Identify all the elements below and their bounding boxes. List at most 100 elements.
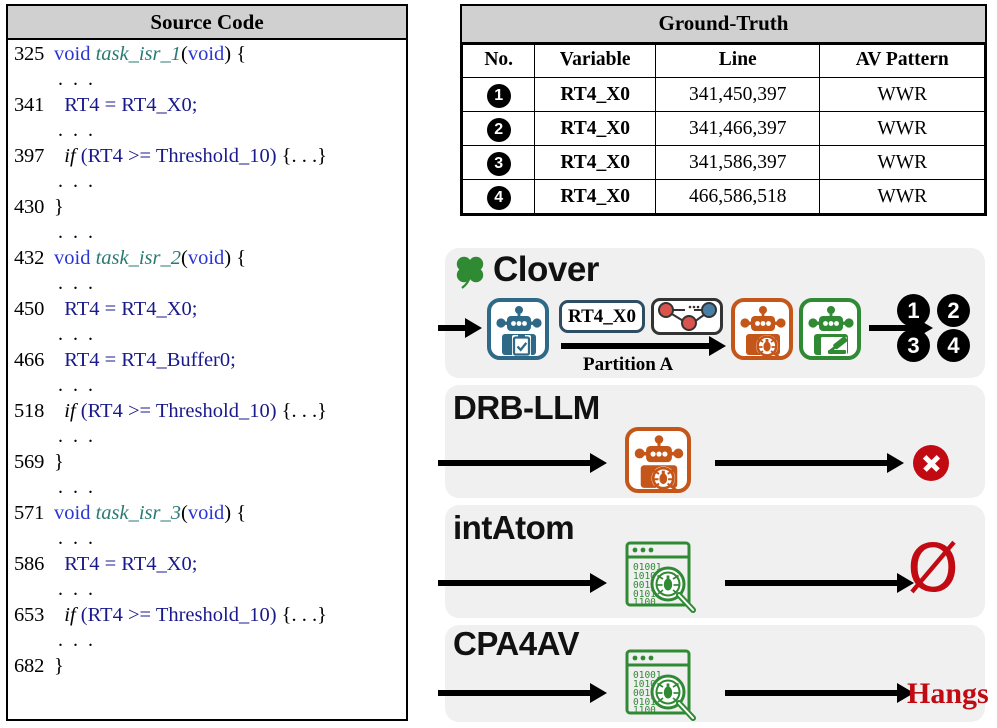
cell-variable: RT4_X0 [534, 145, 656, 180]
code-line-number: 682 [14, 655, 45, 677]
code-line-text: if (RT4 >= Threshold_10) {. . .} [54, 400, 327, 422]
code-line-text: } [54, 451, 64, 473]
tool-panel-drb-llm: DRB-LLM [438, 385, 985, 498]
tool-name-intatom: intAtom [453, 509, 575, 546]
cell-no: 2 [461, 111, 536, 146]
orange-detector-robot-icon [731, 298, 793, 360]
green-binary-scan-icon: 01001 1010 001 0101 1100 [623, 647, 709, 728]
red-x-circle-icon [913, 445, 949, 481]
svg-text:001: 001 [633, 688, 650, 699]
code-line: 466 RT4 = RT4_Buffer0; [14, 349, 406, 380]
hangs-status-text: Hangs [907, 677, 989, 710]
code-line: 682} [14, 655, 406, 686]
cell-line: 466,586,518 [654, 179, 821, 214]
ground-truth-panel: Ground-Truth No. Variable Line AV Patter… [460, 4, 987, 216]
svg-text:01001: 01001 [633, 670, 662, 681]
ground-truth-title: Ground-Truth [462, 6, 985, 44]
code-line: 341 RT4 = RT4_X0; [14, 94, 406, 125]
code-line: 432 void task_isr_2(void) { [14, 247, 406, 278]
code-line-number: 341 [14, 94, 45, 116]
code-line: 450 RT4 = RT4_X0; [14, 298, 406, 329]
numbered-circle-icon: 3 [897, 329, 930, 362]
four-leaf-clover-icon [453, 254, 487, 295]
numbered-circle-icon: 4 [937, 329, 970, 362]
svg-text:1010: 1010 [633, 679, 656, 690]
code-line-text: RT4 = RT4_X0; [54, 94, 198, 116]
code-ellipsis: . . . [58, 527, 96, 549]
cell-variable: RT4_X0 [534, 179, 656, 214]
code-line: 586 RT4 = RT4_X0; [14, 553, 406, 584]
svg-text:1010: 1010 [633, 571, 656, 582]
numbered-circle-icon: 1 [486, 84, 511, 108]
code-line: 518 if (RT4 >= Threshold_10) {. . .} [14, 400, 406, 431]
column-header-av-pattern: AV Pattern [819, 44, 985, 78]
code-line-text: } [54, 655, 64, 677]
column-header-variable: Variable [534, 44, 656, 78]
column-header-no: No. [461, 44, 536, 78]
code-line-text: RT4 = RT4_X0; [54, 298, 198, 320]
numbered-circle-icon: 2 [486, 118, 511, 142]
code-ellipsis: . . . [58, 272, 96, 294]
code-line-text: } [54, 196, 64, 218]
code-line: 397 if (RT4 >= Threshold_10) {. . .} [14, 145, 406, 176]
cell-variable: RT4_X0 [534, 77, 656, 112]
cell-av-pattern: WWR [819, 179, 985, 214]
variable-chip-rt4x0: RT4_X0 [559, 300, 645, 333]
code-line-number: 586 [14, 553, 45, 575]
cell-no: 1 [461, 77, 536, 112]
svg-text:001: 001 [633, 580, 650, 591]
code-line-number: 518 [14, 400, 45, 422]
tool-name-drb-llm: DRB-LLM [453, 389, 600, 426]
tool-panel-clover: Clover [438, 248, 985, 378]
code-line-text: void task_isr_3(void) { [54, 502, 247, 524]
code-line-number: 432 [14, 247, 45, 269]
cell-no: 4 [461, 179, 536, 214]
blue-planner-robot-icon [487, 298, 549, 360]
code-line-text: if (RT4 >= Threshold_10) {. . .} [54, 145, 327, 167]
code-line: 569} [14, 451, 406, 482]
cell-av-pattern: WWR [819, 111, 985, 146]
svg-text:0101: 0101 [633, 589, 656, 600]
partition-label: Partition A [583, 354, 674, 375]
code-line-text: void task_isr_1(void) { [54, 43, 247, 65]
svg-text:0101: 0101 [633, 697, 656, 708]
code-line-text: void task_isr_2(void) { [54, 247, 247, 269]
code-ellipsis: . . . [58, 323, 96, 345]
green-judge-robot-icon [799, 298, 861, 360]
code-ellipsis: . . . [58, 629, 96, 651]
cell-variable: RT4_X0 [534, 111, 656, 146]
numbered-circle-icon: 3 [486, 152, 511, 176]
cell-av-pattern: WWR [819, 77, 985, 112]
code-line-number: 571 [14, 502, 45, 524]
cell-av-pattern: WWR [819, 145, 985, 180]
cell-no: 3 [461, 145, 536, 180]
cell-line: 341,466,397 [654, 111, 821, 146]
numbered-circle-icon: 4 [486, 186, 511, 210]
green-binary-scan-icon: 01001 1010 001 0101 1100 [623, 539, 709, 622]
tool-panel-cpa4av: CPA4AV 01001 1010 001 0101 1100 [438, 625, 989, 722]
table-header-row: No. Variable Line AV Pattern [461, 44, 985, 78]
code-line-number: 569 [14, 451, 45, 473]
code-ellipsis: . . . [58, 425, 96, 447]
code-line-text: if (RT4 >= Threshold_10) {. . .} [54, 604, 327, 626]
code-ellipsis: . . . [58, 578, 96, 600]
code-ellipsis: . . . [58, 170, 96, 192]
svg-text:1100: 1100 [633, 705, 656, 716]
code-line: 430} [14, 196, 406, 227]
cell-line: 341,586,397 [654, 145, 821, 180]
numbered-circle-icon: 1 [897, 294, 930, 327]
code-line: 653 if (RT4 >= Threshold_10) {. . .} [14, 604, 406, 635]
cell-line: 341,450,397 [654, 77, 821, 112]
dependency-graph-icon [651, 298, 723, 335]
red-empty-set-icon: Ø [907, 530, 959, 607]
svg-text:01001: 01001 [633, 562, 662, 573]
code-line-number: 430 [14, 196, 45, 218]
code-line-text: RT4 = RT4_X0; [54, 553, 198, 575]
